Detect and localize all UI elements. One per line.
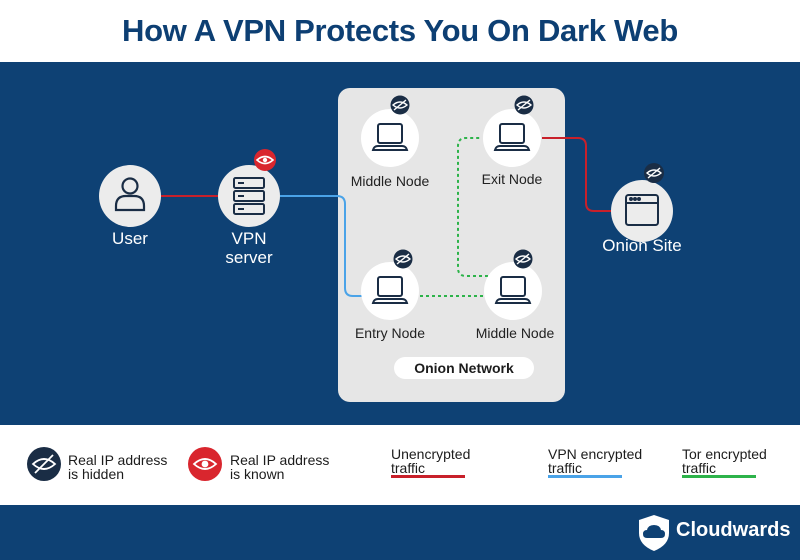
page-title: How A VPN Protects You On Dark Web xyxy=(122,13,678,48)
eye-slash-icon xyxy=(27,447,61,481)
line-middle-to-exit xyxy=(457,137,494,277)
laptop-icon xyxy=(494,276,532,304)
eye-icon xyxy=(188,447,222,481)
entry-node-label: Entry Node xyxy=(354,325,426,341)
legend-tor-line xyxy=(682,475,756,478)
legend: Real IP address is hidden Real IP addres… xyxy=(0,425,800,505)
eye-slash-icon xyxy=(514,95,534,115)
eye-icon xyxy=(254,149,276,171)
line-vpn-to-entry xyxy=(280,195,370,297)
onion-site-node xyxy=(611,163,673,242)
legend-known-text: Real IP address is known xyxy=(230,452,330,482)
legend-unencrypted-text: Unencrypted traffic xyxy=(391,446,471,476)
line-exit-to-onion-site xyxy=(542,137,611,212)
title-bar: How A VPN Protects You On Dark Web xyxy=(0,0,800,62)
user-icon xyxy=(114,177,146,212)
eye-slash-icon xyxy=(393,249,413,269)
onion-site-label: Onion Site xyxy=(602,236,682,255)
legend-vpn-line xyxy=(548,475,622,478)
user-node xyxy=(99,165,161,227)
middle-node-top xyxy=(361,95,419,167)
middle-node-top-label: Middle Node xyxy=(350,173,430,189)
eye-slash-icon xyxy=(513,249,533,269)
middle-node-bottom xyxy=(484,249,542,320)
vpn-server-label: VPN server xyxy=(225,229,273,267)
onion-network-label: Onion Network xyxy=(394,357,534,379)
browser-window-icon xyxy=(625,194,659,226)
brand-name: Cloudwards xyxy=(676,519,791,541)
legend-tor-text: Tor encrypted traffic xyxy=(682,446,767,476)
diagram-area: User VPN server Middle Node Exit Node En… xyxy=(0,62,800,425)
eye-slash-icon xyxy=(390,95,410,115)
cloud-shield-icon xyxy=(639,515,669,551)
middle-node-bottom-label: Middle Node xyxy=(475,325,555,341)
exit-node-label: Exit Node xyxy=(481,171,543,187)
eye-slash-icon xyxy=(644,163,664,183)
legend-hidden-text: Real IP address is hidden xyxy=(68,452,168,482)
laptop-icon xyxy=(371,123,409,151)
footer: Cloudwards xyxy=(0,505,800,560)
laptop-icon xyxy=(371,276,409,304)
entry-node xyxy=(361,249,419,320)
legend-icons xyxy=(27,447,222,481)
vpn-server-node xyxy=(218,149,280,227)
user-label: User xyxy=(112,229,148,248)
diagram-svg xyxy=(99,88,673,402)
exit-node xyxy=(483,95,541,167)
laptop-icon xyxy=(493,123,531,151)
server-icon xyxy=(233,177,265,215)
legend-vpn-text: VPN encrypted traffic xyxy=(548,446,643,476)
legend-unencrypted-line xyxy=(391,475,465,478)
